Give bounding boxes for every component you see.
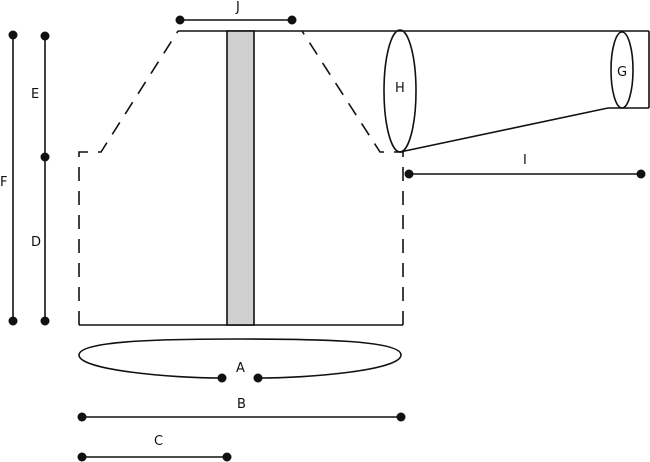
label-G: G bbox=[617, 65, 627, 80]
label-J: J bbox=[235, 0, 240, 15]
left-side-seam bbox=[78, 30, 179, 325]
dimension-B: B bbox=[77, 397, 406, 422]
dimension-E-D: E D bbox=[31, 31, 50, 326]
dimension-C: C bbox=[77, 434, 232, 462]
dimension-A: A bbox=[78, 338, 402, 383]
right-side-seam bbox=[301, 30, 404, 325]
label-B: B bbox=[237, 397, 246, 412]
upper-arm-ellipse bbox=[383, 29, 417, 153]
dimension-F: F bbox=[0, 30, 18, 326]
cuff-ellipse bbox=[610, 31, 634, 109]
label-A: A bbox=[236, 361, 245, 376]
label-H: H bbox=[395, 81, 405, 96]
dimension-J: J bbox=[175, 0, 297, 25]
dimension-I: I bbox=[404, 153, 646, 179]
button-band bbox=[226, 30, 255, 326]
body-outline bbox=[78, 30, 404, 326]
label-I: I bbox=[523, 153, 527, 168]
sleeve: H G bbox=[302, 29, 650, 153]
label-C: C bbox=[154, 434, 163, 449]
label-D: D bbox=[31, 235, 41, 250]
sleeve-underarm-edge bbox=[399, 107, 609, 153]
label-E: E bbox=[31, 87, 39, 102]
label-F: F bbox=[0, 175, 7, 190]
